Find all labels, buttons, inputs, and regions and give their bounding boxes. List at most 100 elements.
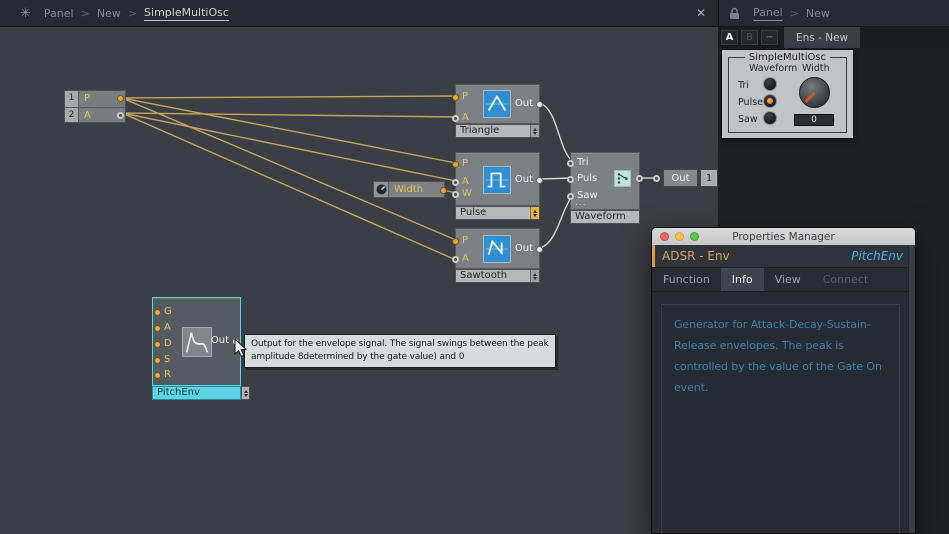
window-zoom-button[interactable] [690, 232, 699, 241]
width-node-label: Width [394, 184, 424, 195]
radio-saw[interactable] [763, 111, 777, 125]
port-out[interactable]: Out [515, 244, 543, 254]
out-terminal-number[interactable]: 1 [700, 169, 718, 187]
width-knob[interactable] [799, 77, 830, 108]
lock-icon [730, 7, 739, 19]
tab-view[interactable]: View [774, 273, 801, 286]
radio-pulse[interactable] [763, 94, 777, 108]
port-out[interactable]: Out [515, 175, 543, 185]
port-w[interactable]: W [452, 189, 472, 199]
ensemble-tab[interactable]: Ens - New [784, 27, 861, 48]
port-p[interactable]: P [452, 236, 468, 246]
pitchenv-stepper[interactable] [241, 386, 250, 400]
radio-tri[interactable] [763, 77, 777, 91]
more-ports-ellipsis[interactable]: ... [575, 198, 587, 208]
port-puls[interactable]: Puls [567, 174, 597, 184]
pulse-name: Pulse [460, 207, 487, 218]
node-sawtooth[interactable]: P A Out [452, 228, 543, 269]
sawtooth-wave-icon [483, 235, 511, 263]
mouse-cursor [234, 339, 248, 358]
port-tri[interactable]: Tri [567, 158, 589, 168]
port-out[interactable] [636, 175, 643, 182]
input-number: 1 [65, 91, 79, 107]
port-a[interactable]: A [452, 254, 469, 264]
properties-scrollbar[interactable] [908, 245, 915, 533]
module-type-label: ADSR - Env [662, 249, 730, 263]
waveform-name-bar[interactable]: Waveform [570, 210, 640, 224]
triangle-stepper[interactable] [530, 125, 539, 137]
panel-group-box: SimpleMultiOsc Waveform Width Tri Pulse … [728, 52, 847, 133]
input-number: 2 [65, 107, 79, 122]
info-text-box[interactable]: Generator for Attack-Decay-Sustain-Relea… [661, 304, 900, 534]
breadcrumb-panel[interactable]: Panel [43, 6, 74, 20]
tab-info[interactable]: Info [720, 268, 764, 291]
port-out[interactable]: Out [515, 99, 543, 109]
port-saw[interactable]: Saw [567, 191, 598, 201]
breadcrumb-simplemultiosc[interactable]: SimpleMultiOsc [144, 5, 229, 21]
window-minimize-button[interactable] [675, 232, 684, 241]
window-close-button[interactable] [660, 232, 669, 241]
panel-breadcrumb-new[interactable]: New [805, 6, 830, 20]
port-label: W [462, 188, 472, 199]
port-label: Out [514, 174, 533, 185]
node-pitchenv[interactable]: G A D S R Out [152, 297, 241, 386]
knob-mini-icon [374, 182, 389, 197]
option-tri-label: Tri [738, 80, 749, 91]
adsr-envelope-icon [182, 327, 212, 357]
properties-title-bar[interactable]: Properties Manager [652, 228, 915, 245]
port-a[interactable]: A [452, 113, 469, 123]
port-p[interactable]: P [452, 92, 468, 102]
properties-info-panel: Generator for Attack-Decay-Sustain-Relea… [652, 293, 915, 534]
node-width[interactable]: Width [373, 181, 447, 198]
port-r[interactable]: R [154, 370, 171, 380]
port-label: P [462, 158, 469, 169]
input-row-p[interactable]: 1 P [65, 91, 125, 107]
pulse-name-bar[interactable]: Pulse [455, 206, 540, 220]
input-row-a[interactable]: 2 A [65, 106, 125, 122]
pulse-stepper[interactable] [530, 207, 539, 219]
port-label: A [462, 253, 469, 264]
port-g[interactable]: G [154, 307, 172, 317]
pulse-wave-icon [483, 166, 511, 194]
port-d[interactable]: D [154, 339, 172, 349]
close-icon[interactable]: ✕ [695, 6, 706, 20]
port-label: Saw [577, 190, 598, 201]
triangle-name: Triangle [460, 125, 500, 136]
port-label: D [164, 338, 172, 349]
layer-a-button[interactable]: A [721, 30, 738, 45]
port-p[interactable]: P [452, 159, 468, 169]
properties-manager-window: Properties Manager ADSR - Env PitchEnv F… [651, 227, 916, 534]
out-terminal-port[interactable] [653, 175, 660, 182]
triangle-name-bar[interactable]: Triangle [455, 124, 540, 138]
panel-breadcrumb-panel[interactable]: Panel [753, 5, 783, 21]
pitchenv-name: PitchEnv [157, 387, 200, 398]
port-label: Out [514, 98, 533, 109]
sawtooth-name-bar[interactable]: Sawtooth [455, 269, 540, 283]
tooltip-line: amplitude 8determined by the gate value)… [251, 352, 465, 362]
breadcrumb-new[interactable]: New [96, 6, 121, 20]
triangle-wave-icon [483, 90, 511, 118]
properties-tab-bar: Function Info View Connect [652, 268, 915, 292]
layer-minus-button[interactable]: − [761, 30, 778, 45]
node-pulse[interactable]: P A W Out [452, 152, 543, 206]
layer-tab-row: A B − Ens - New [718, 27, 949, 48]
port-a[interactable]: A [452, 177, 469, 187]
node-out-terminal[interactable]: Out [663, 169, 698, 187]
node-inputs[interactable]: 1 P 2 A [64, 90, 126, 123]
port-out-a[interactable] [117, 111, 124, 119]
selector-switch-icon [614, 170, 631, 187]
pitchenv-name-bar[interactable]: PitchEnv [152, 386, 241, 400]
node-triangle[interactable]: P A Out [452, 84, 543, 124]
port-label: Puls [577, 173, 598, 184]
width-value[interactable]: 0 [794, 114, 834, 126]
port-out-p[interactable] [117, 95, 124, 102]
port-a[interactable]: A [154, 323, 171, 333]
structure-breadcrumb-bar: ✳ Panel > New > SimpleMultiOsc ✕ [0, 0, 718, 27]
option-saw-label: Saw [738, 114, 758, 125]
port-s[interactable]: S [154, 355, 170, 365]
tab-function[interactable]: Function [663, 273, 710, 286]
layer-b-button[interactable]: B [741, 30, 758, 45]
sawtooth-stepper[interactable] [530, 270, 539, 282]
node-waveform[interactable]: Tri Puls Saw ... [567, 152, 643, 210]
port-out[interactable] [440, 187, 447, 194]
